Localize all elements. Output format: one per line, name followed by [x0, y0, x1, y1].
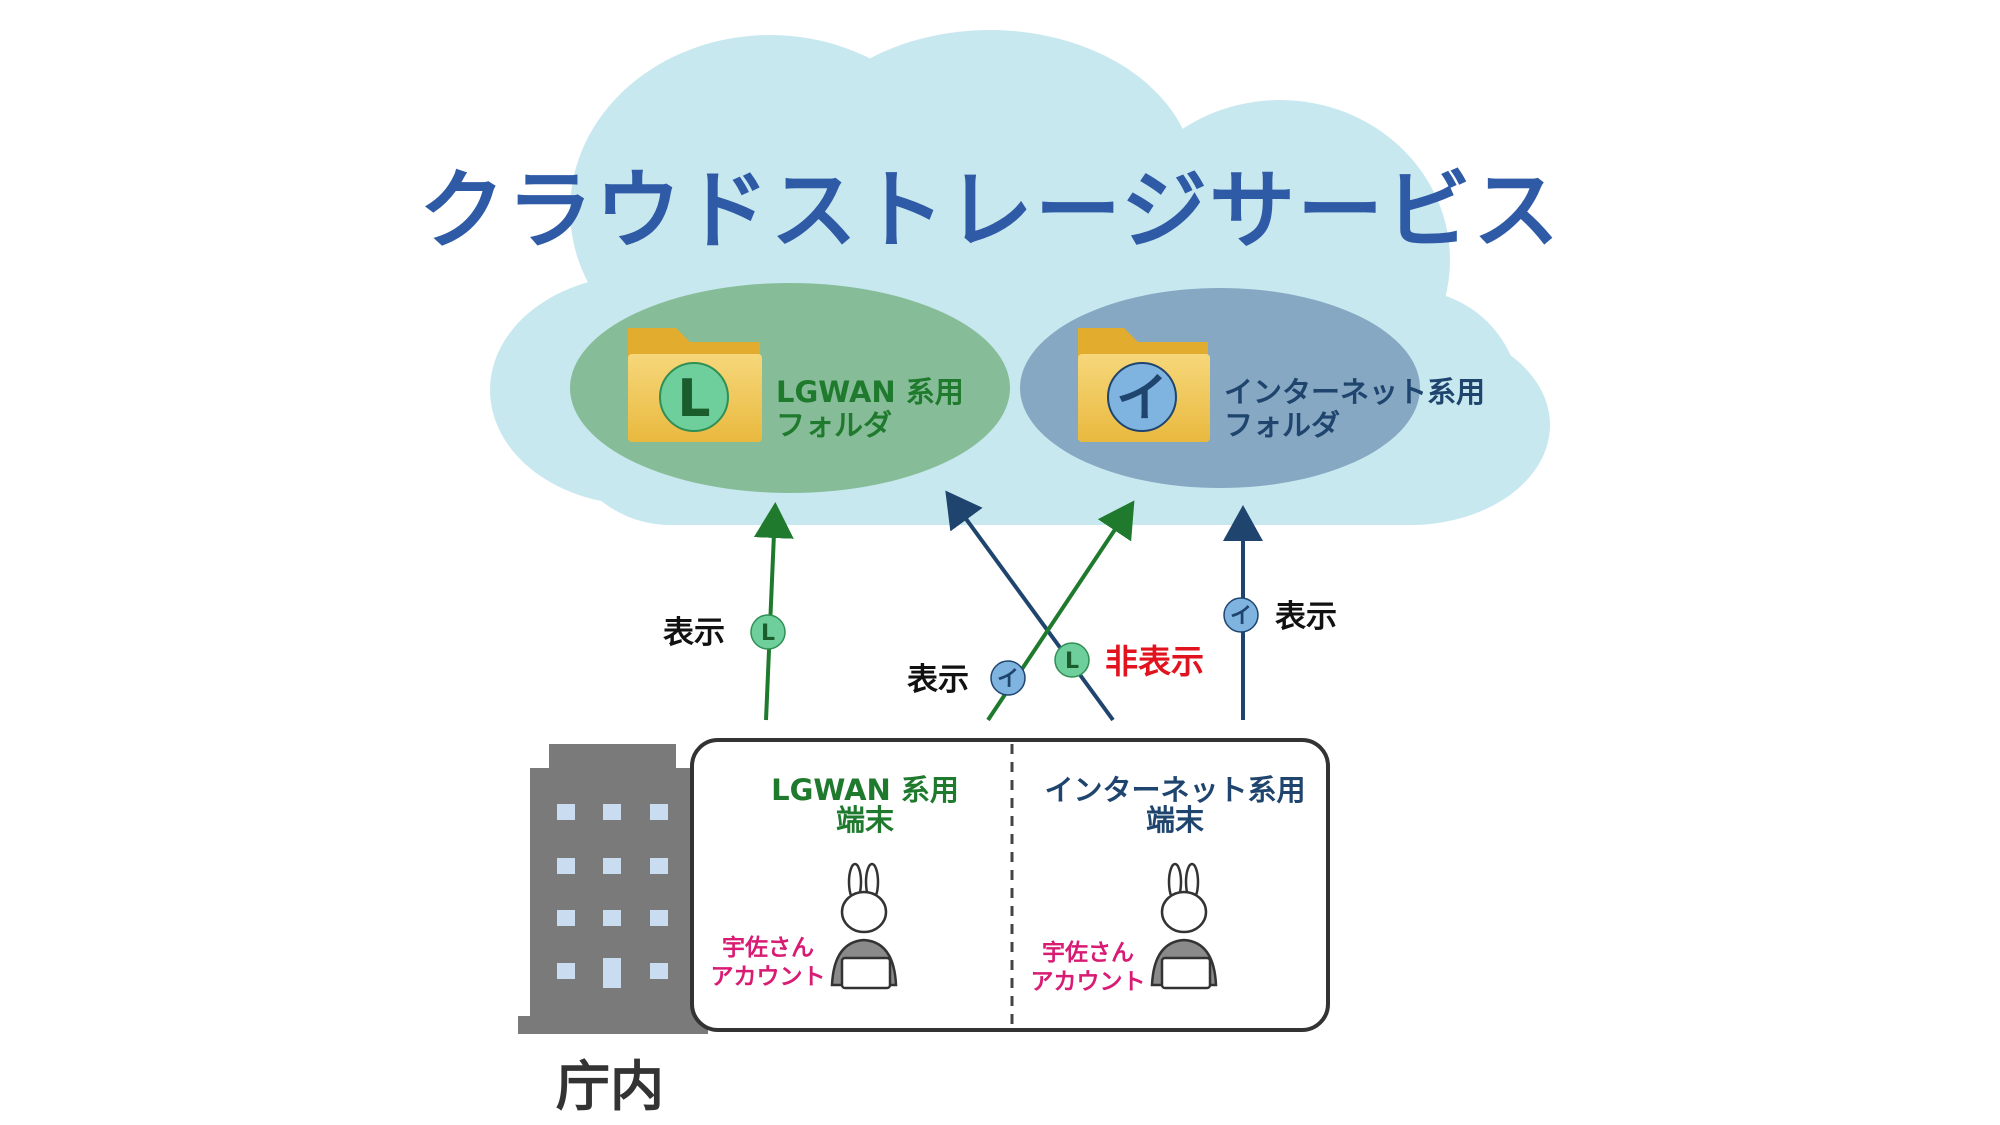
- office-building-icon: [518, 744, 708, 1034]
- internet-terminal-label-1: インターネット系用: [1044, 773, 1305, 807]
- l-marker-icon: [750, 614, 786, 650]
- internet-folder-label-2: フォルダ: [1224, 408, 1340, 442]
- cloud-title: クラウドストレージサービス: [419, 161, 1561, 261]
- lgwan-account-label-2: アカウント: [711, 964, 826, 990]
- display-label-internet: 表示: [1275, 599, 1337, 635]
- office-label: 庁内: [556, 1055, 664, 1118]
- rabbit-user-icon: [1150, 862, 1218, 990]
- lgwan-badge-letter: L: [677, 369, 710, 429]
- display-label-lgwan: 表示: [663, 615, 725, 651]
- lgwan-badge-icon: [659, 362, 729, 432]
- i-marker-internet-icon: [1223, 597, 1259, 633]
- hidden-label: 非表示: [1105, 642, 1204, 681]
- lgwan-account-label-1: 宇佐さん: [722, 935, 814, 961]
- l-marker-hidden-letter: L: [1065, 649, 1079, 674]
- lgwan-folder-group[interactable]: L LGWAN 系用 フォルダ: [570, 283, 1010, 493]
- i-marker-letter: イ: [997, 667, 1019, 692]
- internet-folder-group[interactable]: イ インターネット系用 フォルダ: [1020, 288, 1485, 488]
- lgwan-folder-label-1: LGWAN 系用: [776, 375, 964, 409]
- arrow-internet-to-lgwan: [945, 490, 1115, 722]
- lgwan-folder-label-2: フォルダ: [776, 408, 892, 442]
- rabbit-user-icon: [830, 862, 898, 990]
- lgwan-terminal-label-2: 端末: [836, 803, 894, 837]
- lgwan-terminal-label-1: LGWAN 系用: [771, 773, 959, 807]
- l-marker-hidden-icon: [1054, 642, 1090, 678]
- i-marker-internet-letter: イ: [1230, 604, 1252, 629]
- display-label-lgwan-to-internet: 表示: [907, 662, 969, 698]
- lgwan-terminal[interactable]: LGWAN 系用 端末 宇佐さん アカウント: [711, 773, 959, 990]
- internet-account-label-1: 宇佐さん: [1042, 940, 1134, 966]
- i-marker-icon: [990, 660, 1026, 696]
- internet-folder-label-1: インターネット系用: [1224, 375, 1485, 409]
- l-marker-letter: L: [761, 621, 775, 646]
- internet-terminal[interactable]: インターネット系用 端末 宇佐さん アカウント: [1031, 773, 1306, 995]
- internet-terminal-label-2: 端末: [1146, 803, 1204, 837]
- internet-badge-letter: イ: [1116, 369, 1168, 429]
- internet-account-label-2: アカウント: [1031, 969, 1146, 995]
- internet-badge-icon: [1107, 362, 1177, 432]
